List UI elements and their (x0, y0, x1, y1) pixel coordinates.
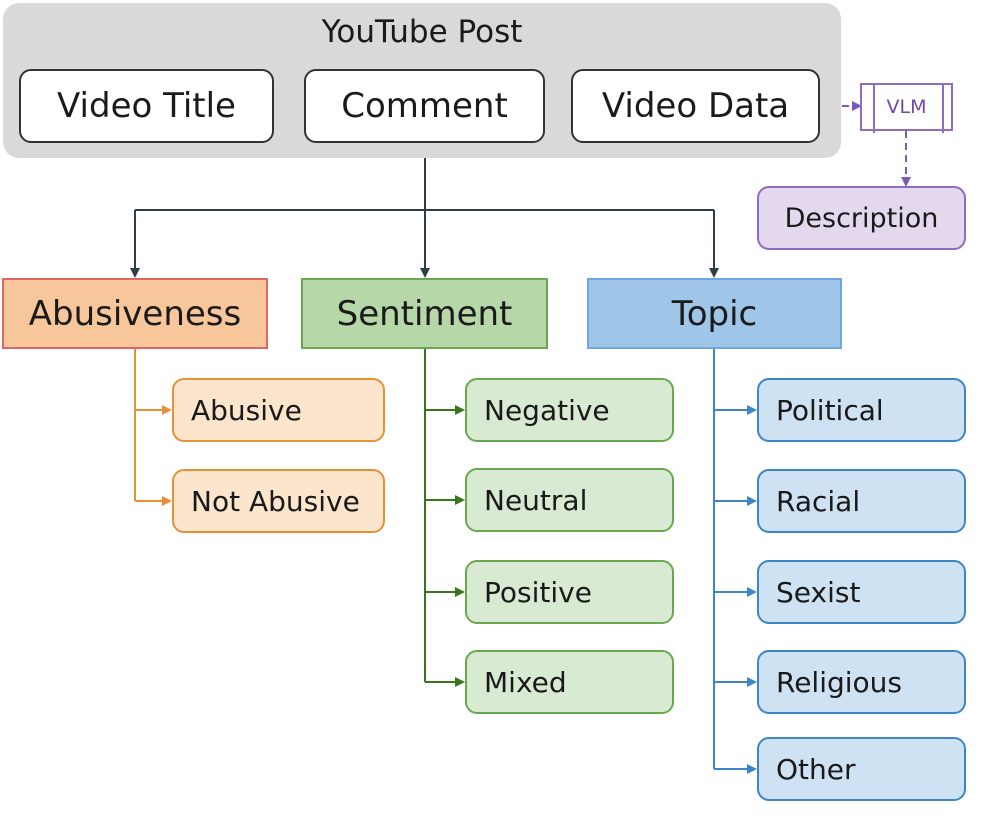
label-not-abusive: Not Abusive (172, 469, 385, 533)
label-positive: Positive (465, 560, 674, 624)
label-abusive: Abusive (172, 378, 385, 442)
video-title-box: Video Title (19, 69, 274, 143)
label-neutral: Neutral (465, 468, 674, 532)
label-racial: Racial (757, 469, 966, 533)
description-box: Description (757, 186, 966, 250)
vlm-process-marks (873, 85, 944, 133)
label-mixed: Mixed (465, 650, 674, 714)
category-sentiment: Sentiment (301, 278, 548, 349)
label-religious: Religious (757, 650, 966, 714)
abusiveness-connectors (134, 348, 172, 506)
label-sexist: Sexist (757, 560, 966, 624)
label-political: Political (757, 378, 966, 442)
category-abusiveness: Abusiveness (2, 278, 268, 349)
video-data-box: Video Data (571, 69, 820, 143)
vlm-label: VLM (886, 96, 927, 118)
label-other: Other (757, 737, 966, 801)
sentiment-connectors (424, 348, 465, 687)
category-topic: Topic (587, 278, 842, 349)
trunk-connector (130, 144, 719, 278)
topic-connectors (713, 348, 757, 774)
youtube-post-title: YouTube Post (321, 14, 523, 50)
vlm-box: VLM (860, 83, 953, 133)
label-negative: Negative (465, 378, 674, 442)
comment-box: Comment (304, 69, 545, 143)
